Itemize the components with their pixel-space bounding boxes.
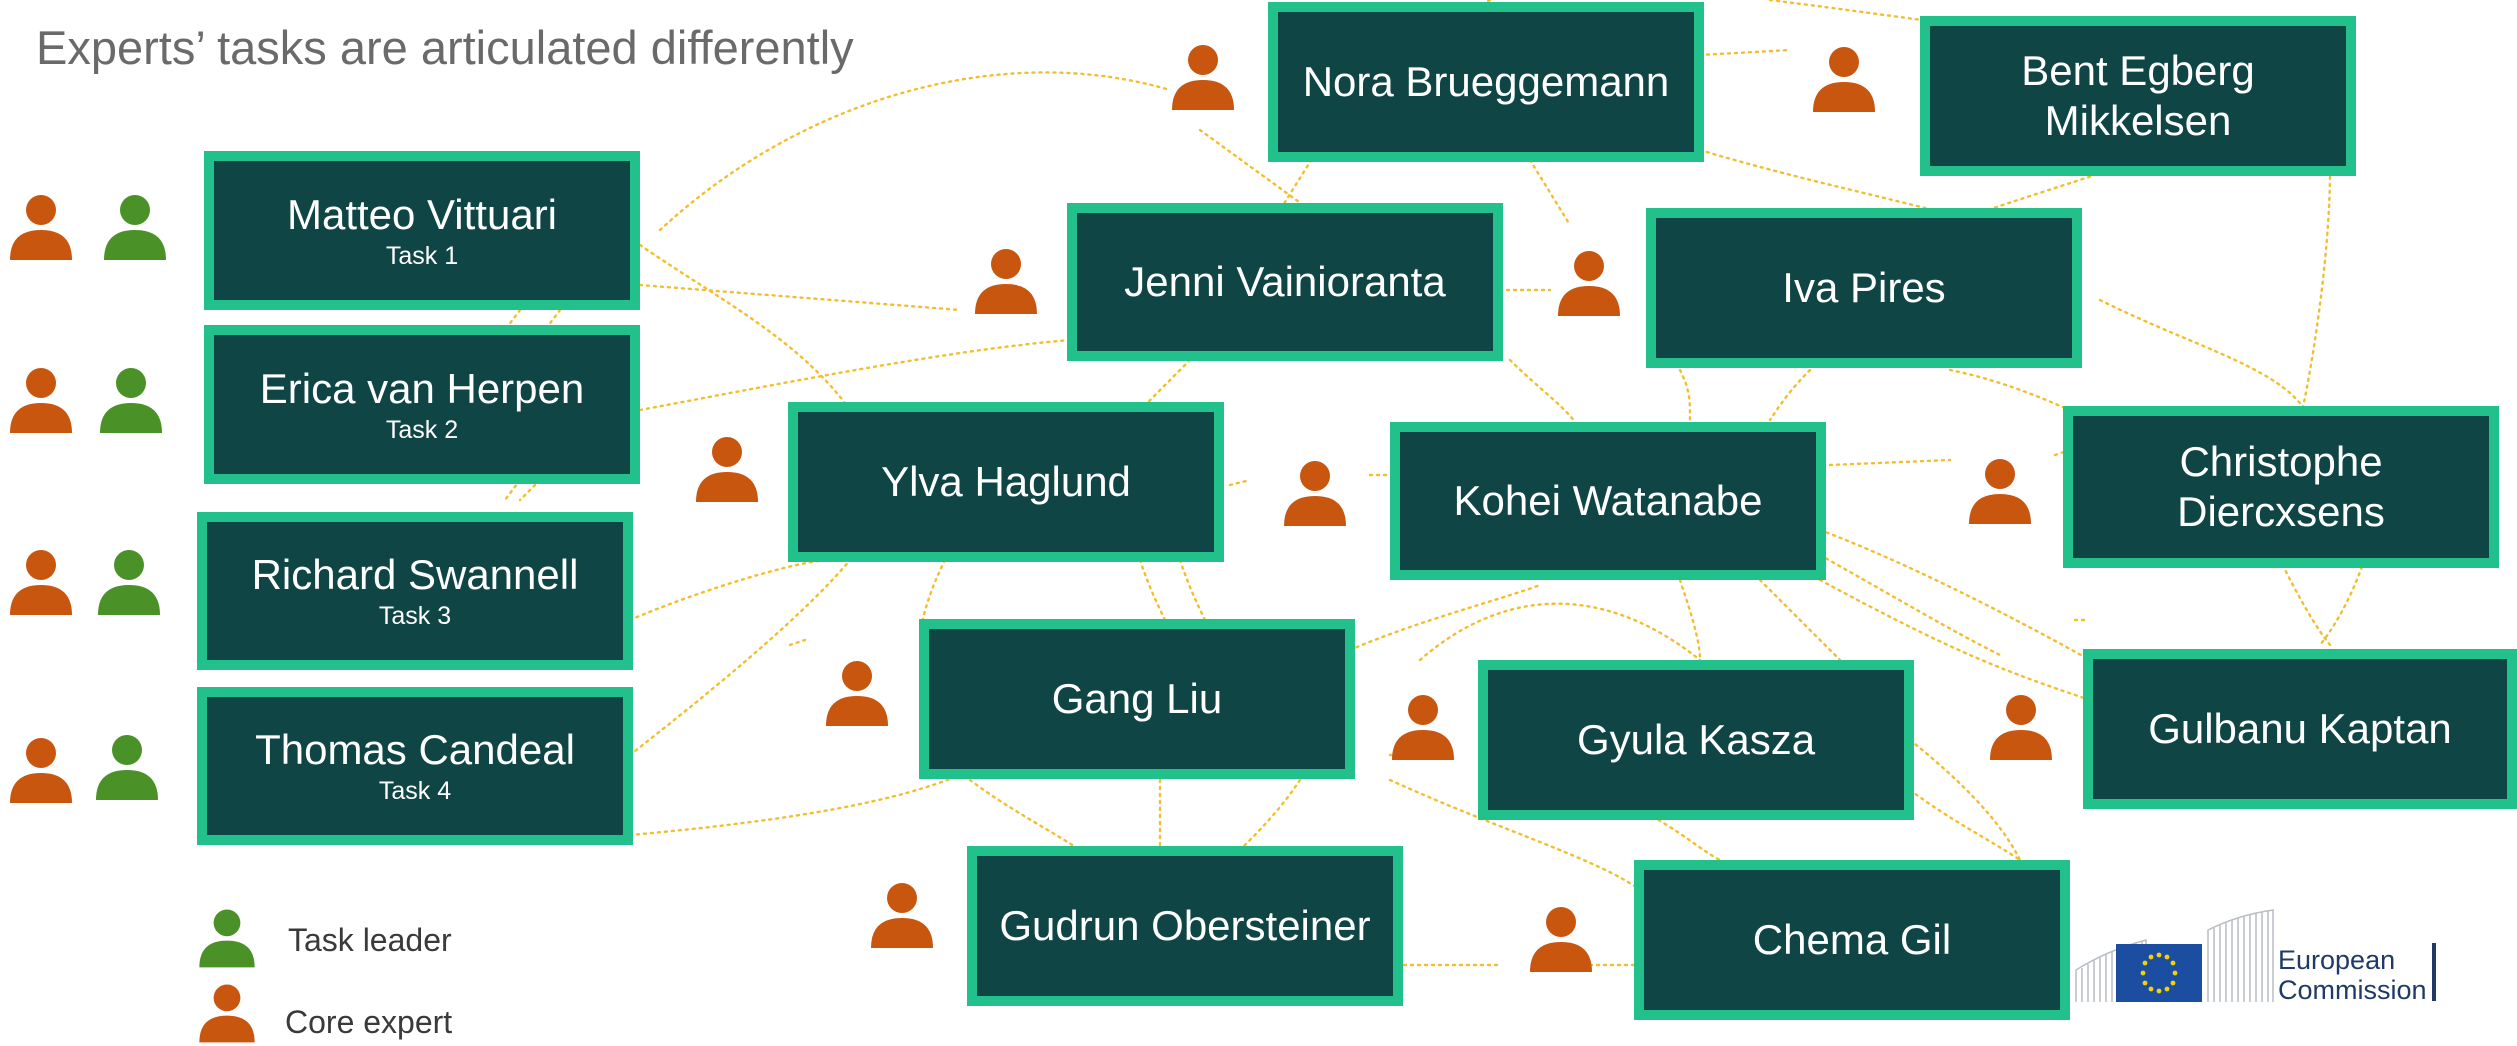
- legend-task-leader-icon: [194, 905, 260, 971]
- expert-box-gudrun: Gudrun Obersteiner: [967, 846, 1403, 1006]
- connector-line: [638, 243, 852, 412]
- expert-name: Richard Swannell: [251, 551, 579, 599]
- core-expert-icon: [1524, 902, 1598, 976]
- connector-line: [1418, 602, 1702, 662]
- expert-box-gulbanu: Gulbanu Kaptan: [2083, 649, 2517, 809]
- task-leader-icon: [92, 545, 166, 619]
- expert-box-nora: Nora Brueggemann: [1268, 2, 1704, 162]
- expert-name: Erica van Herpen: [259, 364, 585, 412]
- european-commission-logo: [2075, 909, 2274, 1002]
- expert-name: Iva Pires: [1782, 264, 1946, 312]
- connector-line: [918, 558, 947, 632]
- expert-name: Christophe Diercxsens: [2177, 438, 2385, 535]
- connector-line: [2298, 168, 2332, 422]
- expert-box-christophe: Christophe Diercxsens: [2063, 406, 2499, 568]
- connector-line: [1758, 578, 1842, 662]
- expert-name: Matteo Vittuari: [286, 190, 558, 238]
- legend-core-expert-icon: [194, 980, 260, 1046]
- connector-line: [638, 338, 1072, 412]
- connector-line: [1818, 528, 2092, 662]
- expert-name: Kohei Watanabe: [1453, 477, 1763, 525]
- legend-core-expert-label: Core expert: [285, 1004, 453, 1040]
- expert-name: Chema Gil: [1752, 916, 1952, 964]
- task-leader-icon: [90, 730, 164, 804]
- connector-line: [628, 773, 962, 837]
- core-expert-icon: [690, 432, 764, 506]
- core-expert-icon: [1278, 456, 1352, 530]
- connector-line: [628, 558, 852, 757]
- task-label: Task 3: [378, 602, 452, 631]
- connector-line: [503, 478, 522, 502]
- expert-box-gyula: Gyula Kasza: [1478, 660, 1914, 820]
- connector-line: [1238, 778, 1302, 852]
- expert-box-chema: Chema Gil: [1634, 860, 2070, 1020]
- core-expert-icon: [969, 244, 1043, 318]
- connector-line: [1228, 478, 1252, 487]
- expert-name: Bent Egberg Mikkelsen: [2021, 47, 2255, 144]
- task-label: Task 2: [385, 415, 459, 444]
- connector-line: [2098, 298, 2312, 422]
- task-box-richard: Richard Swannell Task 3: [197, 512, 633, 670]
- connector-line: [1768, 368, 1812, 422]
- connector-line: [1828, 458, 1952, 467]
- expert-box-iva: Iva Pires: [1646, 208, 2082, 368]
- expert-box-ylva: Ylva Haglund: [788, 402, 1224, 562]
- expert-box-gang: Gang Liu: [919, 619, 1355, 779]
- core-expert-icon: [820, 656, 894, 730]
- logo-line1: European: [2278, 945, 2396, 975]
- core-expert-icon: [1386, 690, 1460, 764]
- expert-name: Gang Liu: [1051, 675, 1223, 723]
- page-title: Experts’ tasks are articulated different…: [36, 21, 854, 74]
- expert-name: Jenni Vainioranta: [1124, 258, 1446, 306]
- task-leader-icon: [98, 190, 172, 264]
- connector-line: [1528, 158, 1572, 227]
- legend-task-leader-label: Task leader: [288, 922, 452, 958]
- task-box-erica: Erica van Herpen Task 2: [204, 325, 640, 484]
- connector-line: [1198, 128, 1312, 212]
- expert-name: Thomas Candeal: [255, 726, 575, 774]
- connector-line: [1818, 578, 2092, 702]
- connector-line: [1348, 583, 1542, 652]
- connector-line: [1908, 738, 2022, 862]
- core-expert-icon: [1984, 690, 2058, 764]
- expert-name: Gulbanu Kaptan: [2148, 705, 2452, 753]
- expert-box-bent: Bent Egberg Mikkelsen: [1920, 16, 2356, 176]
- expert-name: Ylva Haglund: [881, 458, 1131, 506]
- logo-divider: [2432, 943, 2436, 1001]
- connector-line: [1508, 358, 1582, 432]
- connector-line: [658, 71, 1172, 232]
- connector-line: [1388, 778, 1642, 892]
- task-leader-icon: [94, 363, 168, 437]
- core-expert-icon: [1963, 454, 2037, 528]
- connector-line: [1908, 788, 2022, 862]
- connector-line: [628, 558, 832, 622]
- core-expert-icon: [1552, 246, 1626, 320]
- logo-line2: Commission: [2278, 975, 2427, 1006]
- connector-line: [1698, 48, 1792, 57]
- core-expert-icon: [4, 190, 78, 264]
- connector-line: [968, 778, 1082, 852]
- expert-name: Gudrun Obersteiner: [999, 902, 1371, 950]
- task-box-thomas: Thomas Candeal Task 4: [197, 687, 633, 845]
- expert-name: Gyula Kasza: [1576, 716, 1816, 764]
- core-expert-icon: [1807, 42, 1881, 116]
- task-box-matteo: Matteo Vittuari Task 1: [204, 151, 640, 310]
- core-expert-icon: [4, 363, 78, 437]
- core-expert-icon: [4, 545, 78, 619]
- connector-line: [518, 478, 542, 502]
- expert-name: Nora Brueggemann: [1302, 58, 1670, 106]
- task-label: Task 1: [385, 241, 459, 270]
- european-commission-text: European Commission: [2278, 945, 2427, 1005]
- connector-line: [788, 638, 807, 647]
- core-expert-icon: [865, 878, 939, 952]
- connector-line: [1678, 368, 1692, 422]
- connector-line: [1818, 553, 2002, 657]
- connector-line: [1678, 578, 1702, 662]
- connector-line: [638, 283, 962, 312]
- core-expert-icon: [4, 733, 78, 807]
- task-label: Task 4: [378, 777, 452, 806]
- expert-box-jenni: Jenni Vainioranta: [1067, 203, 1503, 361]
- expert-box-kohei: Kohei Watanabe: [1390, 422, 1826, 580]
- core-expert-icon: [1166, 40, 1240, 114]
